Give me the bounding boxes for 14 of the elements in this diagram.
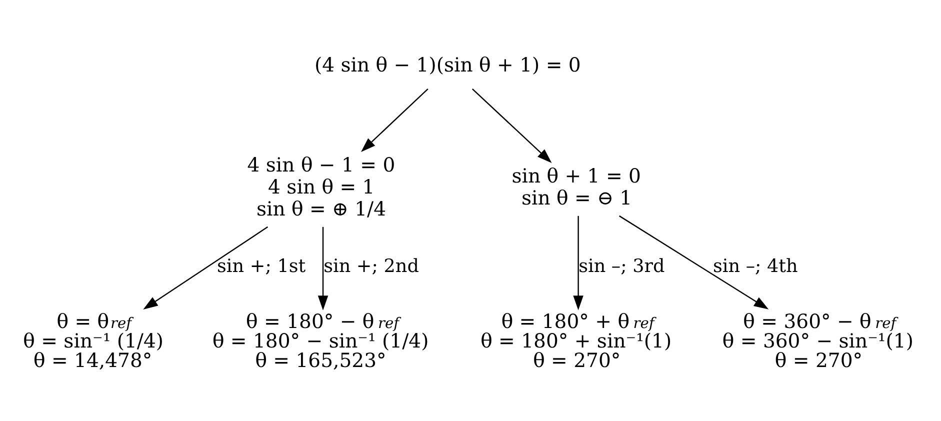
arrow <box>619 214 769 309</box>
arrow <box>360 88 428 152</box>
arrow <box>318 226 328 310</box>
arrow <box>472 88 552 162</box>
node-text: θ = θref θ = sin⁻¹ (1/4) θ = 14,478° <box>23 310 164 372</box>
node-text: 4 sin θ − 1 = 0 4 sin θ = 1 sin θ = ⊕ 1/4 <box>247 153 396 220</box>
node-text: (4 sin θ − 1)(sin θ + 1) = 0 <box>314 53 581 76</box>
arrow <box>143 226 268 309</box>
edge-label: sin –; 4th <box>712 256 798 277</box>
node-text: sin θ + 1 = 0 sin θ = ⊖ 1 <box>512 164 641 210</box>
arrow <box>573 215 584 310</box>
edge-label: sin –; 3rd <box>578 256 665 277</box>
edge-label: sin +; 1st <box>217 256 306 277</box>
edge-label: sin +; 2nd <box>324 256 419 277</box>
